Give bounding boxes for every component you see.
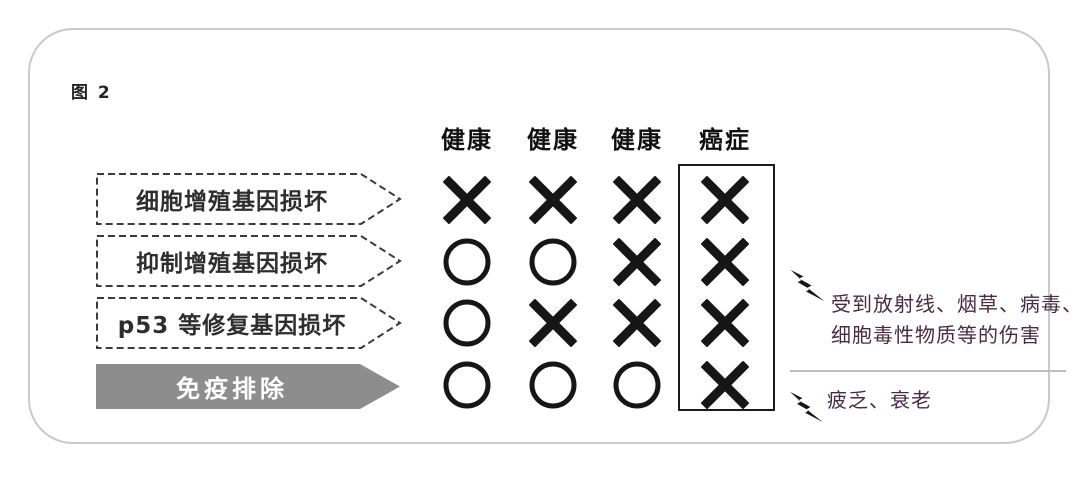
- solid-arrow-shape: [96, 364, 400, 409]
- cross-mark-icon: [703, 301, 747, 345]
- cross-mark-icon: [531, 178, 575, 222]
- row-label-arrow: 细胞增殖基因损坏: [96, 173, 402, 225]
- annotation-damage: 受到放射线、烟草、病毒、细胞毒性物质等的伤害: [790, 269, 1080, 351]
- figure-label: 图 2: [71, 83, 112, 103]
- row-label-text: 抑制增殖基因损坏: [136, 251, 328, 277]
- circle-mark-icon: [529, 238, 577, 286]
- cross-mark-icon: [703, 178, 747, 222]
- row-label-arrow: 免疫排除: [96, 364, 402, 409]
- column-header-cancer: 癌症: [699, 126, 751, 154]
- circle-mark-icon: [443, 361, 491, 409]
- circle-mark-icon: [613, 361, 661, 409]
- annotation-damage-text: 受到放射线、烟草、病毒、细胞毒性物质等的伤害: [831, 289, 1080, 351]
- cancer-column-outline: [678, 164, 775, 411]
- dashed-arrow-shape: [96, 297, 402, 349]
- lightning-bolt-icon: [790, 269, 825, 302]
- cross-mark-icon: [615, 240, 659, 284]
- lightning-bolt-icon: [790, 391, 823, 423]
- annotation-line: 疲乏、衰老: [827, 388, 932, 412]
- dashed-arrow-shape: [96, 235, 402, 287]
- cross-mark-icon: [615, 178, 659, 222]
- row-label-text: p53 等修复基因损坏: [117, 313, 347, 339]
- annotation-divider: [790, 370, 1066, 372]
- annotation-fatigue-text: 疲乏、衰老: [827, 385, 932, 416]
- cross-mark-icon: [445, 178, 489, 222]
- row-label-text: 细胞增殖基因损坏: [136, 189, 328, 215]
- circle-mark-icon: [443, 238, 491, 286]
- annotation-line: 细胞毒性物质等的伤害: [831, 323, 1041, 347]
- cross-mark-icon: [703, 363, 747, 407]
- circle-mark-icon: [443, 299, 491, 347]
- annotation-fatigue: 疲乏、衰老: [790, 385, 932, 423]
- cross-mark-icon: [531, 301, 575, 345]
- column-header-healthy: 健康: [441, 126, 493, 154]
- cross-mark-icon: [615, 301, 659, 345]
- cross-mark-icon: [703, 240, 747, 284]
- figure-frame: 图 2 健康 健康 健康 癌症 细胞增殖基因损坏抑制增殖基因损坏 p53 等修复基因损坏…: [28, 28, 1080, 444]
- dashed-arrow-shape: [96, 173, 402, 225]
- column-header-healthy: 健康: [527, 126, 579, 154]
- column-header-healthy: 健康: [611, 126, 663, 154]
- row-label-arrow: 抑制增殖基因损坏: [96, 235, 402, 287]
- circle-mark-icon: [529, 361, 577, 409]
- annotation-line: 受到放射线、烟草、病毒、: [831, 292, 1080, 316]
- row-label-text: 免疫排除: [176, 375, 288, 403]
- row-label-arrow: p53 等修复基因损坏: [96, 297, 402, 349]
